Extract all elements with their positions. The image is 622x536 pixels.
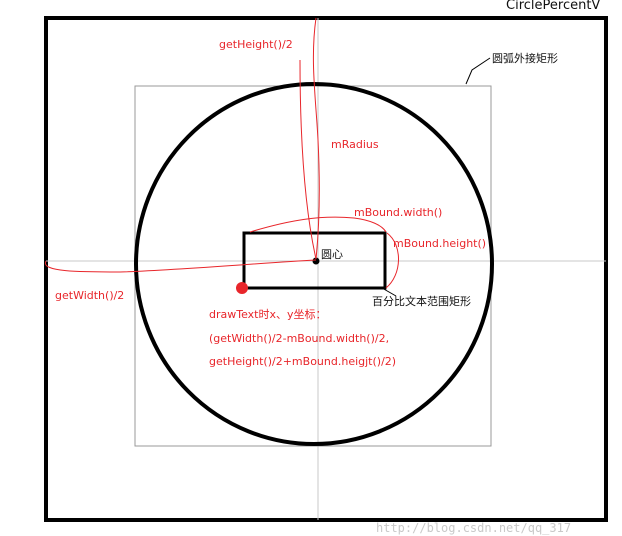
label-get-width-half: getWidth()/2	[55, 289, 124, 302]
bound-width-curve	[249, 216, 387, 233]
text-rect-leader	[381, 287, 397, 297]
height-half-curve	[299, 59, 317, 260]
label-percent-text-rect: 百分比文本范围矩形	[372, 294, 471, 308]
text-bound-rect	[242, 231, 387, 290]
view-frame	[44, 16, 608, 522]
label-arc-bounding-rect: 圆弧外接矩形	[492, 51, 558, 65]
header-text: CirclePercentV	[506, 0, 600, 13]
label-get-height-half: getHeight()/2	[219, 38, 293, 51]
radius-curve	[312, 17, 320, 260]
label-m-bound-width: mBound.width()	[354, 206, 442, 219]
arc-circle	[134, 82, 494, 446]
width-half-curve	[45, 259, 317, 273]
label-center: 圆心	[321, 248, 343, 261]
watermark: http://blog.csdn.net/qq_317	[376, 521, 571, 535]
draw-text-point	[236, 282, 248, 294]
arc-rect-leader	[465, 57, 491, 85]
center-point	[312, 257, 320, 265]
label-draw-text-line2: (getWidth()/2-mBound.width()/2,	[209, 332, 389, 345]
bound-height-curve	[385, 232, 399, 289]
label-m-bound-height: mBound.height()	[393, 237, 486, 250]
label-m-radius: mRadius	[331, 138, 379, 151]
annotation-curves	[45, 17, 399, 289]
label-draw-text-line1: drawText时x、y坐标：	[209, 307, 327, 321]
label-draw-text-line3: getHeight()/2+mBound.heigjt()/2)	[209, 355, 396, 368]
